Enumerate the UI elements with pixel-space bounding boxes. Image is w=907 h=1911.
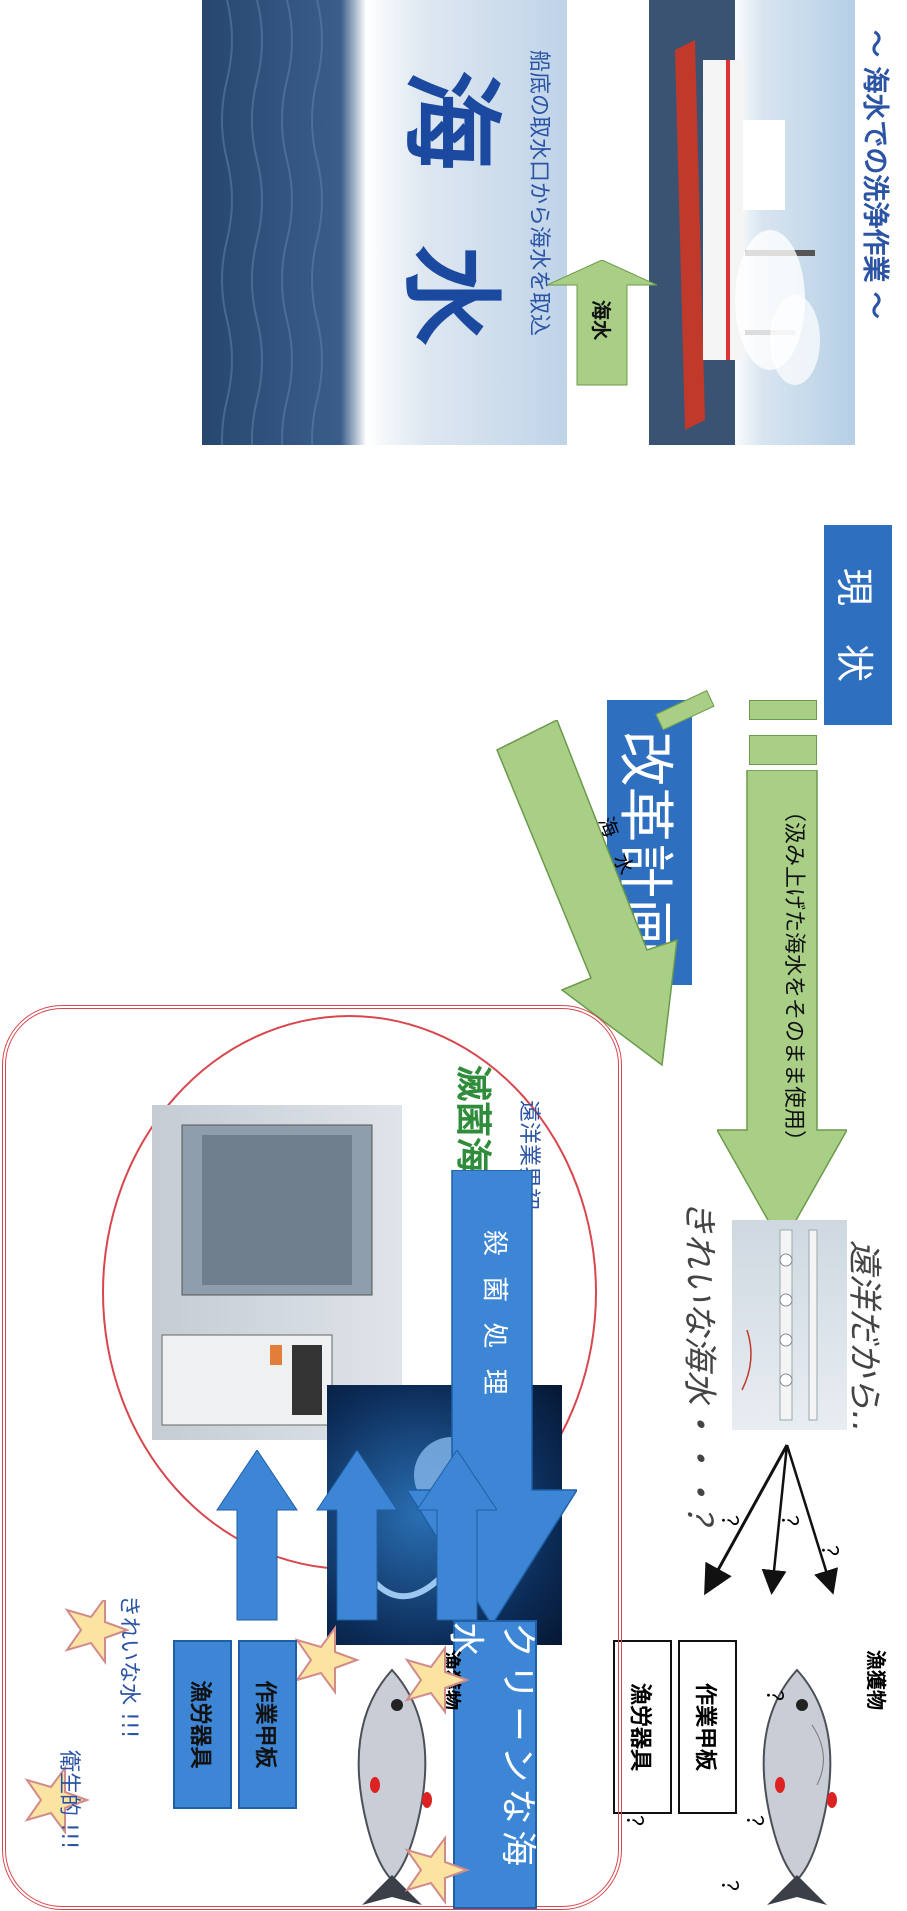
current-deck-label: 作業甲板: [692, 1682, 718, 1771]
current-badge-label: 現 状: [832, 567, 877, 682]
reform-gear-box: 漁労器具: [173, 1640, 232, 1809]
reform-hygiene-note: 衛生的 !!!: [56, 1750, 81, 1850]
reform-deck-box: 作業甲板: [238, 1640, 297, 1809]
reform-tuna-icon: [357, 1668, 432, 1905]
device-photo: [152, 1105, 402, 1440]
seawater-title: 海 水: [392, 70, 509, 365]
current-remark-top: 遠洋だから‥: [844, 1240, 884, 1433]
current-q-6: ？: [716, 1880, 741, 1903]
current-tuna-icon: [762, 1668, 837, 1905]
current-arrow-stub-2: [749, 735, 817, 765]
current-deck-box: 作業甲板: [678, 1640, 737, 1814]
current-q-2: ？: [716, 1515, 741, 1538]
current-fan-arrows: [704, 1444, 839, 1596]
current-arrow-stub-1: [749, 700, 817, 720]
reform-gear-label: 漁労器具: [187, 1680, 213, 1769]
seawater-arrow-label: 海水: [589, 300, 613, 340]
current-arrow-note: （汲み上げた海水をそのまま使用）: [781, 800, 806, 1153]
seawater-to-ship-arrow: [547, 260, 657, 386]
ship-photo: [649, 0, 855, 445]
sterilize-label: 殺 菌 処 理: [479, 1230, 509, 1401]
sparkle-stars: [24, 1600, 470, 1906]
pipe-photo: [732, 1220, 847, 1430]
current-q-5: ？: [741, 1815, 766, 1838]
current-badge: 現 状: [824, 525, 892, 725]
clean-water-arrows: [216, 1450, 497, 1621]
current-q-1: ？: [776, 1515, 801, 1538]
current-q-7: ？: [621, 1815, 646, 1838]
current-gear-label: 漁労器具: [627, 1682, 653, 1771]
ship-caption: ～ 海水での洗浄作業 ～: [859, 30, 890, 319]
seawater-photo: [202, 0, 567, 445]
reform-clean-note: きれいな水 !!!: [116, 1595, 141, 1739]
current-catch-label: 漁獲物: [864, 1650, 888, 1710]
reform-deck-label: 作業甲板: [252, 1680, 278, 1769]
current-q-3: ？: [816, 1545, 841, 1568]
current-q-4: ？: [761, 1690, 786, 1713]
reform-green-arrow: [496, 720, 678, 1067]
current-green-arrow: [717, 770, 847, 1247]
